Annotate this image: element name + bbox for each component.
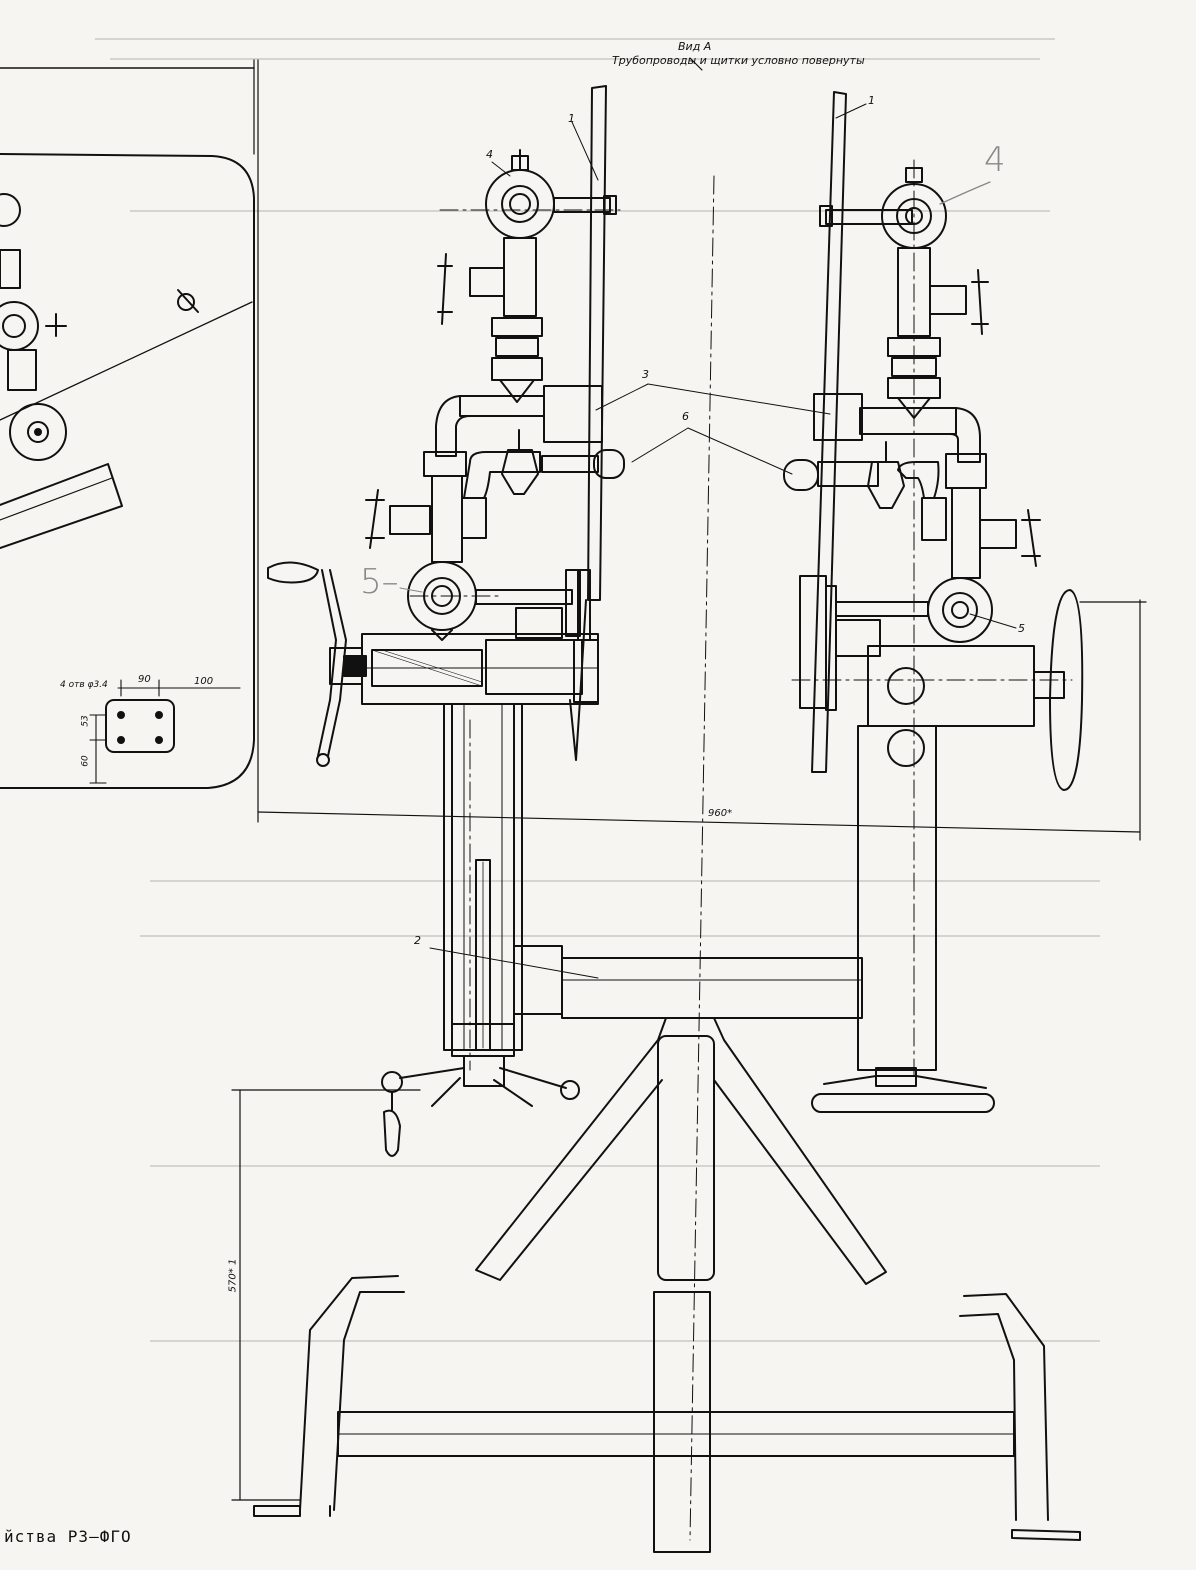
- dim-53: 53: [80, 715, 91, 727]
- bleed-line: [150, 1340, 1100, 1342]
- bleed-line: [150, 880, 1100, 882]
- bleed-line: [150, 1165, 1100, 1167]
- bleed-line: [95, 38, 1055, 40]
- stand-frame: [253, 945, 1081, 1553]
- bleed-line: [110, 58, 1040, 60]
- footer-title: йства РЗ–ФГО: [4, 1527, 132, 1546]
- callout-1-right: 1: [868, 94, 875, 107]
- dim-100: 100: [194, 676, 214, 687]
- dim-holes: 4 отв φ3.4: [60, 680, 108, 690]
- callout-5-handwritten: 5–: [360, 562, 399, 602]
- dimension-lines: [231, 57, 1147, 1501]
- callout-3: 3: [642, 368, 649, 381]
- leader-lines: [399, 103, 1017, 979]
- view-title: Вид А: [678, 40, 712, 53]
- dim-570: 570* 1: [227, 1258, 239, 1293]
- left-assembly: [267, 85, 625, 1157]
- dim-60: 60: [80, 755, 91, 767]
- callout-4: 4: [486, 148, 493, 161]
- center-lines: [409, 159, 1073, 1541]
- callout-6: 6: [682, 410, 689, 423]
- bleed-line: [140, 935, 1100, 937]
- callout-1-left: 1: [568, 112, 575, 125]
- dim-960: 960*: [708, 808, 733, 819]
- callout-4-handwritten: 4: [984, 140, 1006, 180]
- callout-2: 2: [414, 934, 421, 947]
- view-note: Трубопроводы и щитки условно повернуты: [612, 54, 865, 67]
- callout-5: 5: [1018, 622, 1025, 635]
- inset-detail: [0, 59, 255, 789]
- dim-90: 90: [138, 674, 151, 685]
